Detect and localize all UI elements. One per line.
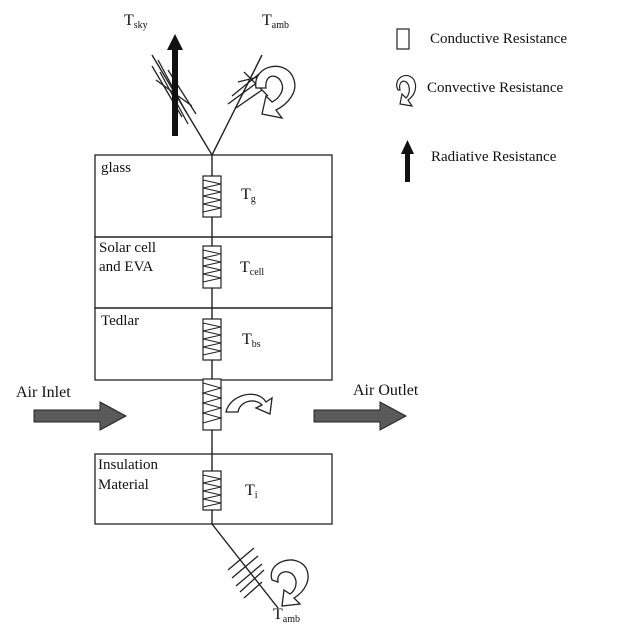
t-amb-top-main: T [262,12,272,29]
t-amb-top-label: Tamb [262,12,289,34]
solar-cell-label-line2: and EVA [99,259,154,275]
legend-radiative-label: Radiative Resistance [431,149,557,165]
bottom-branch-hatches [227,547,265,599]
tedlar-label: Tedlar [101,313,140,329]
resistor-solar-cell [202,245,222,289]
amb-branch-line [211,54,263,156]
t-amb-bottom-sub: amb [282,614,300,625]
air-gap-convective-icon [225,393,273,415]
air-outlet-label: Air Outlet [353,382,419,399]
t-sky-label: Tsky [124,12,148,34]
bottom-branch-line [211,523,279,609]
t-glass-main: T [241,186,251,203]
t-cell-sub: cell [249,267,265,278]
resistor-glass [202,175,222,218]
t-glass-label: Tg [241,186,256,208]
t-i-label: Ti [245,482,258,504]
air-outlet-arrow-icon [313,401,408,431]
bottom-convective-icon [270,559,309,607]
legend-conductive-label: Conductive Resistance [430,31,568,47]
t-glass-sub: g [250,194,256,205]
air-inlet-label: Air Inlet [16,384,71,401]
legend-convective-label: Convective Resistance [427,80,564,96]
t-bs-label: Tbs [242,331,261,353]
insulation-layer-box [94,453,333,525]
t-sky-main: T [124,12,134,29]
glass-label: glass [101,160,131,176]
resistor-insulation [202,470,222,511]
insulation-label-line1: Insulation [98,457,158,473]
legend-convective-icon [396,75,417,107]
resistor-tedlar [202,318,222,361]
t-cell-label: Tcell [240,259,264,281]
solar-cell-label-line1: Solar cell [99,240,157,256]
air-inlet-arrow-icon [33,401,128,431]
convective-arrow-icon [255,65,296,119]
t-amb-top-sub: amb [271,20,289,31]
resistor-air-gap [201,378,223,431]
t-i-main: T [245,482,255,499]
t-sky-sub: sky [133,20,148,31]
t-bs-main: T [242,331,252,348]
t-i-sub: i [254,490,258,501]
t-cell-main: T [240,259,250,276]
t-bs-sub: bs [251,339,261,350]
radiative-arrow-icon [167,34,183,136]
t-amb-bottom-label: Tamb [273,606,300,628]
insulation-label-line2: Material [98,477,149,493]
t-amb-bottom-main: T [273,606,283,623]
legend-radiative-icon [401,140,414,182]
legend-conductive-icon [396,28,410,50]
